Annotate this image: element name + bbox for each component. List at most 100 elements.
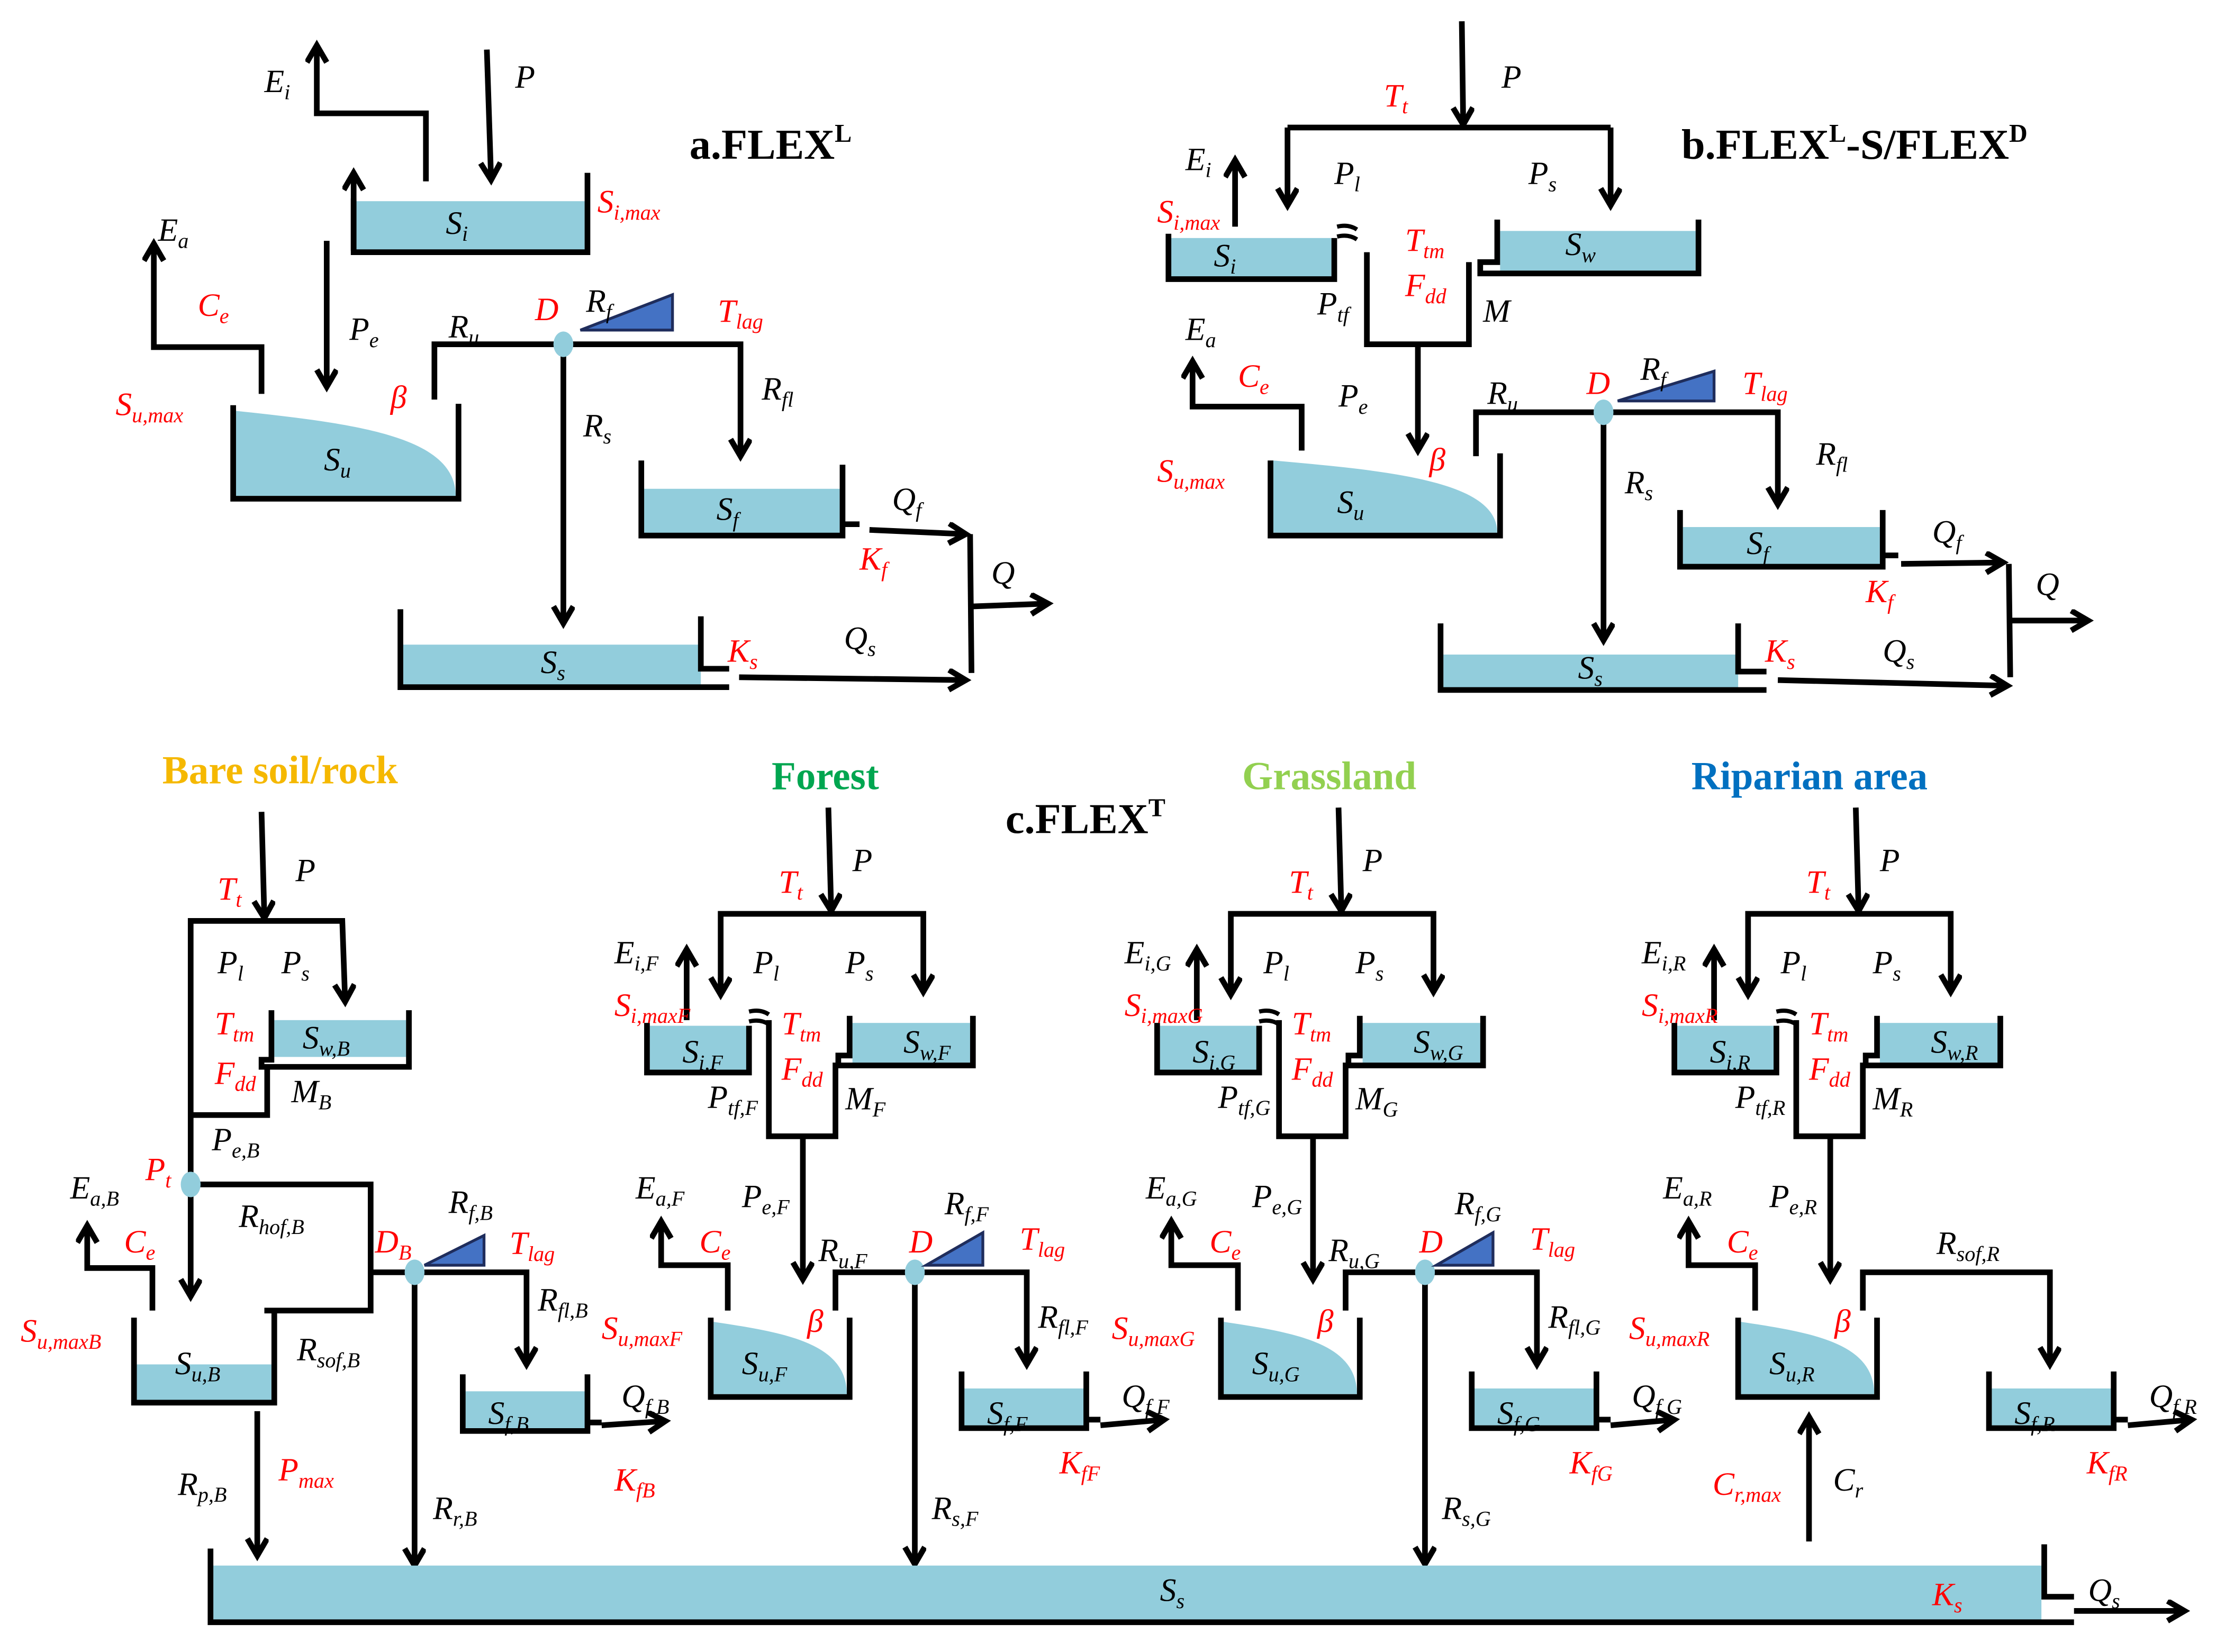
lag-function-triangle xyxy=(580,293,674,332)
label-main: β xyxy=(1834,1303,1851,1339)
label-sumax: Su,maxR xyxy=(1629,1310,1710,1350)
label-main: S xyxy=(1497,1395,1514,1431)
label-main: E xyxy=(635,1170,656,1206)
bare-lag-triangle xyxy=(423,1233,486,1267)
label-q: Q xyxy=(991,555,1015,591)
label-main: P xyxy=(514,59,535,95)
panel-b-title: b.FLEXL-S/FLEXD xyxy=(1681,120,2028,168)
label-ss: Ss xyxy=(541,645,565,685)
label-subscript: fl,B xyxy=(558,1299,588,1322)
label-subscript: t xyxy=(797,881,803,904)
label-subscript: dd xyxy=(234,1072,256,1096)
label-subscript: f,F xyxy=(1003,1412,1028,1436)
label-subscript: s xyxy=(1893,961,1901,985)
shared-slow-store-outlet xyxy=(2041,1544,2074,1600)
label-main: S xyxy=(1578,650,1595,686)
label-subscript: i,max xyxy=(614,201,661,224)
label-subscript: t xyxy=(1824,881,1831,904)
label-rf: Rf xyxy=(585,283,614,323)
transpiration-arrow xyxy=(1192,361,1305,451)
label-subscript: t xyxy=(236,888,242,912)
label-sw: Sw,F xyxy=(903,1024,951,1064)
label-rhof: Rhof,B xyxy=(238,1199,304,1239)
label-subscript: s,F xyxy=(952,1507,979,1531)
unsaturated-store-water xyxy=(1273,460,1497,533)
label-qf: Qf,F xyxy=(1121,1378,1170,1419)
runoff-generation-arrow xyxy=(1473,409,1778,504)
bare-splitter-node xyxy=(404,1259,425,1285)
label-main: S xyxy=(1214,238,1230,274)
interception-overflow-connector xyxy=(1336,223,1359,241)
label-subscript: i xyxy=(1230,255,1236,278)
label-ei: Ei xyxy=(264,63,290,104)
riparian-interception-overflow-connector xyxy=(1776,1008,1798,1027)
label-ce: Ce xyxy=(198,287,229,328)
label-qf: Qf,G xyxy=(1632,1378,1682,1419)
label-subscript: u,R xyxy=(1786,1363,1815,1386)
label-subscript: u,G xyxy=(1349,1249,1380,1273)
label-main: Q xyxy=(2036,567,2059,603)
slow-store-water xyxy=(403,645,701,686)
label-main: Q xyxy=(2088,1573,2111,1609)
label-ea: Ea,G xyxy=(1145,1170,1197,1210)
label-main: R xyxy=(1487,375,1507,411)
label-subscript: l xyxy=(773,961,779,985)
label-subscript: e,F xyxy=(762,1195,790,1219)
label-subscript: e xyxy=(220,304,229,328)
interception-evaporation-arrow xyxy=(317,46,429,181)
label-ttm: Ttm xyxy=(1292,1006,1331,1046)
label-subscript: lag xyxy=(736,310,763,333)
grassland-runoff-generation-arrow xyxy=(1343,1269,1536,1364)
label-main: T xyxy=(218,871,238,907)
label-tlag: Tlag xyxy=(1742,365,1788,405)
label-main: β xyxy=(807,1303,824,1339)
label-main: S xyxy=(1414,1024,1430,1060)
label-subscript: i,F xyxy=(699,1051,723,1075)
label-subscript: tf,F xyxy=(728,1096,758,1120)
label-m: MR xyxy=(1872,1081,1913,1121)
label-sw: Sw,G xyxy=(1414,1024,1463,1064)
forest-precipitation-arrow xyxy=(828,807,831,911)
label-subscript: i xyxy=(284,80,290,104)
label-subscript: u,maxB xyxy=(37,1330,102,1354)
label-main: D xyxy=(1586,365,1610,401)
label-subscript: i,maxR xyxy=(1658,1004,1718,1028)
label-ttm: Ttm xyxy=(782,1006,821,1046)
label-subscript: s xyxy=(1376,961,1384,985)
label-main: R xyxy=(1936,1226,1957,1261)
landscape-title-bare-soil: Bare soil/rock xyxy=(162,749,398,793)
grassland-precipitation-arrow xyxy=(1338,807,1341,911)
label-subscript: fG xyxy=(1591,1462,1613,1485)
label-rfl: Rfl,F xyxy=(1037,1299,1088,1339)
label-main: S xyxy=(1112,1310,1128,1346)
label-subscript: tm xyxy=(1827,1022,1848,1046)
label-main: P xyxy=(1528,156,1549,192)
slow-flow-arrow xyxy=(739,677,965,680)
label-sumax: Su,maxB xyxy=(21,1313,101,1354)
label-beta: β xyxy=(1317,1303,1334,1339)
label-main: P xyxy=(845,945,865,981)
label-subscript: tm xyxy=(800,1022,821,1046)
label-main: K xyxy=(1932,1577,1956,1613)
label-pt: Pt xyxy=(145,1151,172,1192)
label-main: K xyxy=(614,1462,638,1498)
label-subscript: r,B xyxy=(453,1507,477,1531)
label-subscript: f,B xyxy=(468,1201,493,1224)
label-rs: Rs xyxy=(583,408,611,448)
label-subscript: hof,B xyxy=(259,1215,304,1239)
label-subscript: dd xyxy=(801,1068,823,1092)
label-main: S xyxy=(1565,226,1581,262)
label-subscript: s xyxy=(1176,1589,1184,1613)
label-p: P xyxy=(1879,843,1900,879)
panel-c-title: c.FLEXT xyxy=(1006,794,1165,842)
label-pe: Pe xyxy=(1338,378,1368,418)
label-main: Q xyxy=(1932,514,1956,550)
label-subscript: f xyxy=(916,498,924,522)
label-main: R xyxy=(1442,1490,1462,1526)
riparian-interception-store-water xyxy=(1677,1025,1777,1072)
label-main: E xyxy=(1185,312,1206,348)
riparian-fast-store-water xyxy=(1992,1388,2112,1426)
label-subscript: tm xyxy=(1310,1022,1331,1046)
label-ru: Ru,G xyxy=(1328,1232,1380,1273)
label-rf: Rf,G xyxy=(1454,1186,1502,1226)
